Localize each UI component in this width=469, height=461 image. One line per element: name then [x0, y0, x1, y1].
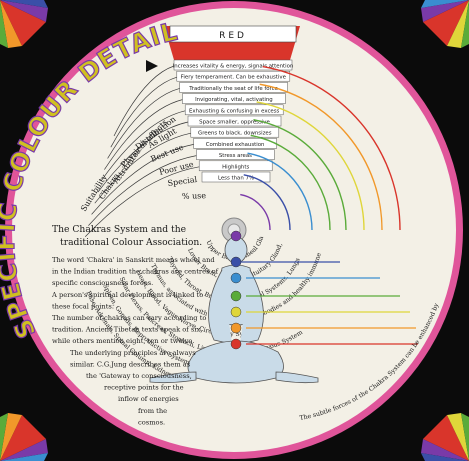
fan-line	[110, 76, 177, 148]
corner-rainbow-top-left-icon	[0, 0, 48, 48]
corner-rainbow-bottom-left-icon	[0, 413, 48, 461]
info-title-line2: traditional Colour Association.	[60, 237, 202, 248]
chakra-colour-arc	[247, 152, 313, 231]
red-detail-text: Space smaller, oppressive	[199, 120, 270, 126]
info-line: receptive points for the	[104, 384, 184, 392]
red-detail-box	[201, 171, 271, 183]
info-line: while others mention eight, ten or twelv…	[52, 337, 194, 345]
info-line: specific consciousness forces.	[52, 279, 153, 287]
red-detail-box	[173, 59, 293, 71]
info-panel: The Chakras System and the traditional C…	[51, 224, 219, 426]
red-detail-text: Increases vitality & energy, signals att…	[173, 64, 294, 70]
chakra-dot	[230, 290, 242, 302]
info-line: in the Indian tradition the chakras are …	[52, 268, 219, 276]
red-detail-text: Combined exhaustion	[206, 142, 265, 148]
red-detail-box	[187, 115, 282, 127]
chakra-dot	[230, 272, 242, 284]
info-line: the 'Gateway to consciousness,	[86, 372, 192, 380]
fan-line	[113, 65, 175, 137]
corner-rainbow-top-right-icon	[421, 0, 469, 48]
chakra-colour-arc	[259, 83, 383, 231]
chakra-colour-arc	[250, 134, 331, 231]
chakra-colour-arc	[240, 193, 271, 231]
chakra-colour-arc	[243, 174, 291, 231]
fan-label: % use	[182, 191, 207, 201]
red-detail-box	[190, 126, 280, 138]
chakra-dot	[230, 230, 242, 242]
info-line: tradition. Ancient Tibetan texts speak o…	[52, 326, 202, 334]
red-detail-text: Less than 7%	[218, 176, 254, 182]
fan-line	[94, 132, 191, 204]
red-detail-text: Fiery temperament. Can be exhaustive	[181, 75, 287, 81]
info-line: The underlying principles are always	[70, 349, 196, 357]
info-paragraphs: The word 'Chakra' in Sanskrit means whee…	[51, 256, 219, 426]
chakra-dot	[230, 322, 242, 334]
fan-line	[84, 166, 200, 238]
red-details-list: Increases vitality & energy, signals att…	[173, 59, 294, 183]
colour-name-label: RED	[219, 31, 247, 41]
fan-label: Special	[167, 175, 198, 188]
chakra-lines	[241, 261, 418, 345]
info-line: The number of chakras can vary according…	[52, 314, 206, 322]
fan-line	[104, 99, 183, 170]
chakra-dot	[230, 338, 242, 350]
red-detail-box	[179, 82, 288, 93]
fan-line	[88, 155, 197, 226]
corner-rainbow-bottom-right-icon	[421, 413, 469, 461]
red-detail-box	[196, 149, 275, 160]
red-detail-box	[176, 70, 291, 82]
red-detail-text: Highlights	[222, 164, 249, 170]
fan-line	[100, 110, 186, 182]
pointer-triangle-icon	[146, 60, 158, 72]
red-detail-text: Greens to black, downsizes	[198, 131, 272, 137]
info-line: inflow of energies	[118, 395, 179, 403]
info-line: similar. C.G.Jung describes them as	[70, 360, 191, 368]
info-title-line1: The Chakras System and the	[52, 224, 186, 235]
red-detail-box	[182, 93, 286, 104]
info-line: The word 'Chakra' in Sanskrit means whee…	[52, 256, 215, 264]
fan-line	[97, 121, 189, 193]
info-line: from the	[138, 407, 167, 415]
red-detail-text: Stress areas	[219, 153, 252, 159]
chakra-colour-arc	[253, 119, 347, 231]
chakra-dot	[230, 306, 242, 318]
red-detail-text: Invigorating, vital, activating	[195, 97, 273, 103]
chakra-colour-arcs	[240, 65, 401, 231]
fan-line	[107, 88, 180, 159]
fan-lines	[84, 65, 200, 238]
info-line: A person's spiritual development is link…	[51, 291, 203, 299]
fan-line	[91, 144, 194, 215]
red-detail-text: Traditionally the seat of life force	[188, 86, 278, 92]
colour-name-window	[169, 25, 297, 43]
chakra-dots	[230, 230, 242, 350]
chakra-colour-arc	[262, 65, 401, 231]
info-line: these focal points.	[52, 302, 114, 310]
info-line: cosmos.	[138, 418, 165, 426]
chakra-colour-arc	[256, 101, 365, 231]
red-detail-box	[198, 160, 273, 172]
red-detail-text: Exhausting & confusing in excess	[189, 108, 280, 114]
chakra-dot	[230, 256, 242, 268]
